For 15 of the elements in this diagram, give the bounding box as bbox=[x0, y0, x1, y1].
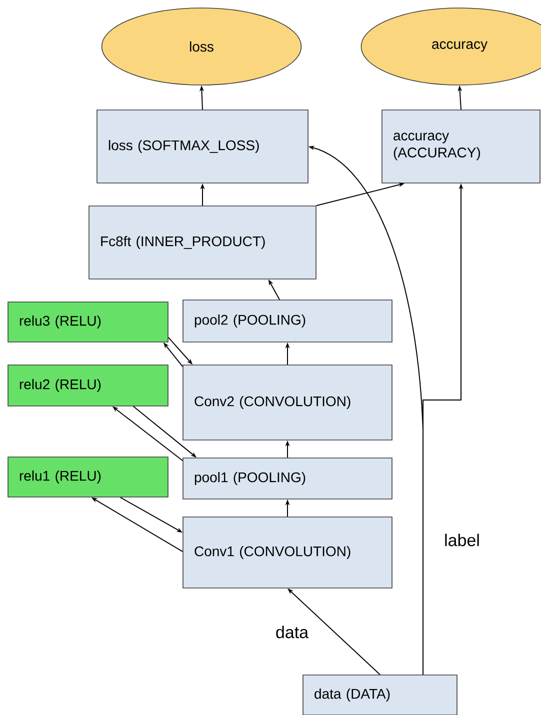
layer-box: Conv2 (CONVOLUTION) bbox=[182, 364, 392, 440]
layer-box: Conv1 (CONVOLUTION) bbox=[182, 516, 392, 588]
edge-label: label bbox=[443, 532, 481, 548]
layer-box: Fc8ft (INNER_PRODUCT) bbox=[88, 206, 316, 280]
relu-box: relu3 (RELU) bbox=[8, 302, 168, 342]
layer-box: pool1 (POOLING) bbox=[182, 458, 392, 500]
layer-box: data (DATA) bbox=[302, 674, 458, 715]
relu-box: relu1 (RELU) bbox=[8, 456, 168, 498]
output-oval: loss bbox=[101, 8, 302, 86]
layer-box: loss (SOFTMAX_LOSS) bbox=[96, 110, 308, 184]
layer-box: pool2 (POOLING) bbox=[182, 300, 392, 342]
layer-box: accuracy (ACCURACY) bbox=[382, 110, 540, 184]
edge-label: data bbox=[274, 624, 310, 640]
relu-box: relu2 (RELU) bbox=[8, 364, 168, 406]
output-oval: accuracy bbox=[360, 8, 541, 86]
